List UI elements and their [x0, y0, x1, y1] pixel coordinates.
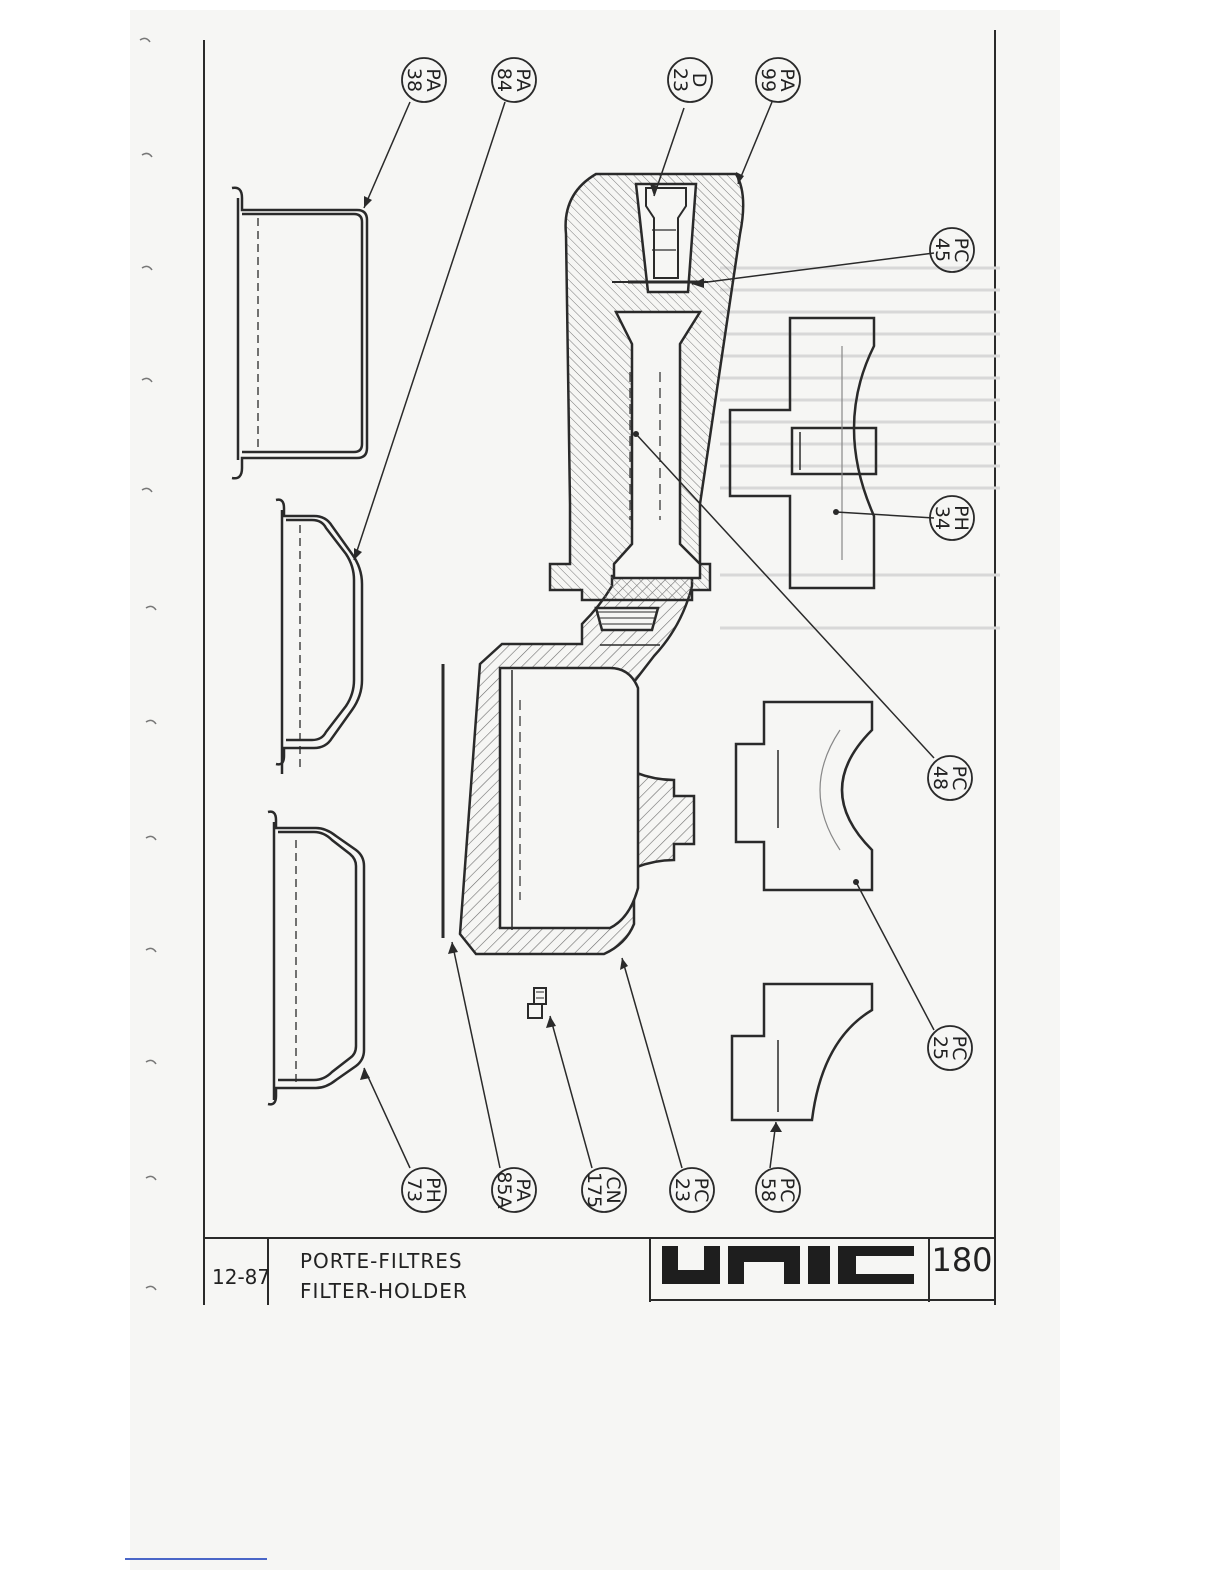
callout-d23: D 23: [668, 58, 712, 102]
bottom-rule: [125, 1558, 267, 1560]
part-pa99-handle: [550, 174, 743, 600]
callout-pa84: PA 84: [492, 58, 536, 102]
callout-pc25: PC 25: [928, 1026, 972, 1070]
callout-pc48: PC 48: [928, 756, 972, 800]
callout-pa84-line2: 84: [493, 68, 515, 92]
callout-pc45: PC 45: [930, 228, 974, 272]
title-date: 12-87: [212, 1265, 270, 1289]
title-french: PORTE-FILTRES: [300, 1249, 463, 1273]
part-ph34-spout: [730, 318, 876, 588]
bleed-through-lines: [720, 268, 1000, 628]
callout-pa38: PA 38: [402, 58, 446, 102]
part-pc23-holder-body: [460, 576, 694, 954]
title-english: FILTER-HOLDER: [300, 1279, 468, 1303]
title-block: 12-87 PORTE-FILTRES FILTER-HOLDER 180: [212, 1241, 993, 1303]
callout-ph34: PH 34: [930, 496, 974, 540]
callout-pc23-line2: 23: [671, 1178, 693, 1202]
callout-pa99: PA 99: [756, 58, 800, 102]
part-cn175-screw: [528, 988, 546, 1018]
part-ph73-basket: [268, 812, 364, 1105]
callout-pc45-line2: 45: [931, 238, 953, 262]
unic-logo: [662, 1246, 914, 1284]
callout-pc25-line2: 25: [929, 1036, 951, 1060]
callout-pa85a: PA 85A: [492, 1168, 536, 1212]
callout-cn175: CN 175: [582, 1168, 626, 1212]
page-number: 180: [931, 1241, 992, 1279]
part-pc25-spout: [732, 984, 872, 1120]
callout-pa99-line2: 99: [757, 68, 779, 92]
callout-ph34-line2: 34: [931, 506, 953, 530]
callout-pa85a-line2: 85A: [493, 1171, 515, 1208]
part-pa84-basket: [276, 500, 362, 774]
callout-pc58-line2: 58: [757, 1178, 779, 1202]
part-pa38-basket: [232, 188, 367, 479]
callout-pc48-line2: 48: [929, 766, 951, 790]
callout-pc23: PC 23: [670, 1168, 714, 1212]
binder-marks: [140, 38, 156, 1290]
callout-ph73: PH 73: [402, 1168, 446, 1212]
callout-pc58: PC 58: [756, 1168, 800, 1212]
callout-d23-line2: 23: [669, 68, 691, 92]
callout-cn175-line2: 175: [583, 1172, 605, 1208]
callout-pa38-line2: 38: [403, 68, 425, 92]
part-pc48-block: [736, 702, 872, 890]
callout-ph73-line2: 73: [403, 1178, 425, 1202]
